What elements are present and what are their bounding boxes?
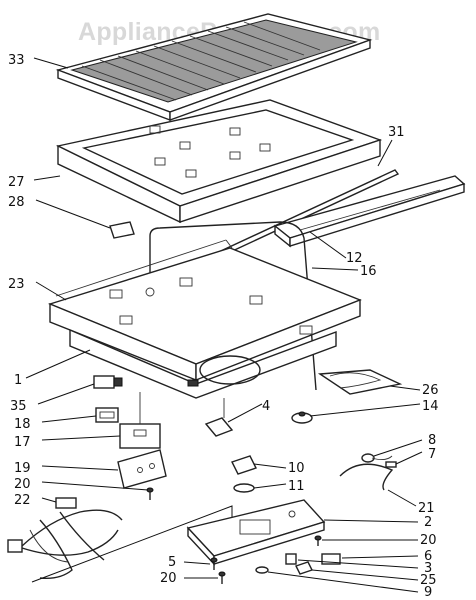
part-4-switch[interactable] <box>204 398 234 437</box>
screw-5[interactable] <box>210 557 218 570</box>
callout-11: 11 <box>288 479 305 494</box>
callout-9: 9 <box>424 585 432 600</box>
part-12-rail[interactable] <box>273 175 466 248</box>
callout-19: 19 <box>14 461 31 476</box>
part-1-evaporator-pan[interactable] <box>69 328 337 399</box>
part-27-liner[interactable] <box>55 99 383 224</box>
callout-12: 12 <box>346 251 363 266</box>
callout-8: 8 <box>428 433 436 448</box>
callout-6: 6 <box>424 549 432 564</box>
callout-28: 28 <box>8 195 25 210</box>
part-33-grille[interactable] <box>55 13 373 122</box>
callout-22: 22 <box>14 493 31 508</box>
callout-4: 4 <box>262 399 270 414</box>
callout-33: 33 <box>8 53 25 68</box>
callout-2: 2 <box>424 515 432 530</box>
callout-21: 21 <box>418 501 435 516</box>
screw-20-bottom[interactable] <box>218 571 226 584</box>
callout-25: 25 <box>420 573 437 588</box>
part-3-connector[interactable] <box>285 553 297 565</box>
part-10-clip[interactable] <box>231 455 257 475</box>
callout-35: 35 <box>10 399 27 414</box>
callout-14: 14 <box>422 399 439 414</box>
leader-lines <box>25 57 423 593</box>
callout-16: 16 <box>360 264 377 279</box>
part-18-plate[interactable] <box>95 407 119 423</box>
part-9-grommet[interactable] <box>255 566 269 574</box>
part-16-wire[interactable] <box>149 221 317 391</box>
callout-20-right: 20 <box>420 533 437 548</box>
part-35-mount[interactable] <box>93 375 123 389</box>
part-26-pad[interactable] <box>317 369 403 395</box>
callout-10: 10 <box>288 461 305 476</box>
part-11-washer[interactable] <box>233 483 255 493</box>
callout-23: 23 <box>8 277 25 292</box>
callout-18: 18 <box>14 417 31 432</box>
callout-17: 17 <box>14 435 31 450</box>
part-6-relay[interactable] <box>321 553 341 565</box>
part-23-base-plate[interactable] <box>47 239 362 382</box>
part-17-housing[interactable] <box>119 392 161 449</box>
part-2-cover-plate[interactable] <box>186 499 326 566</box>
part-19-bracket[interactable] <box>117 449 167 489</box>
part-14-foot[interactable] <box>291 411 313 424</box>
part-21-sensor-wire[interactable] <box>339 461 397 491</box>
callout-27: 27 <box>8 175 25 190</box>
callout-26: 26 <box>422 383 439 398</box>
part-22-wire-harness[interactable] <box>7 497 123 580</box>
screw-20-right[interactable] <box>314 535 322 546</box>
part-28-block[interactable] <box>109 221 135 239</box>
callout-20-bottom: 20 <box>160 571 177 586</box>
callout-1: 1 <box>14 373 22 388</box>
part-25-clip[interactable] <box>295 561 313 575</box>
callout-5: 5 <box>168 555 176 570</box>
callout-20-left: 20 <box>14 477 31 492</box>
callout-7: 7 <box>428 447 436 462</box>
callout-31: 31 <box>388 125 405 140</box>
callout-3: 3 <box>424 561 432 576</box>
part-8-thermistor[interactable] <box>361 453 393 463</box>
